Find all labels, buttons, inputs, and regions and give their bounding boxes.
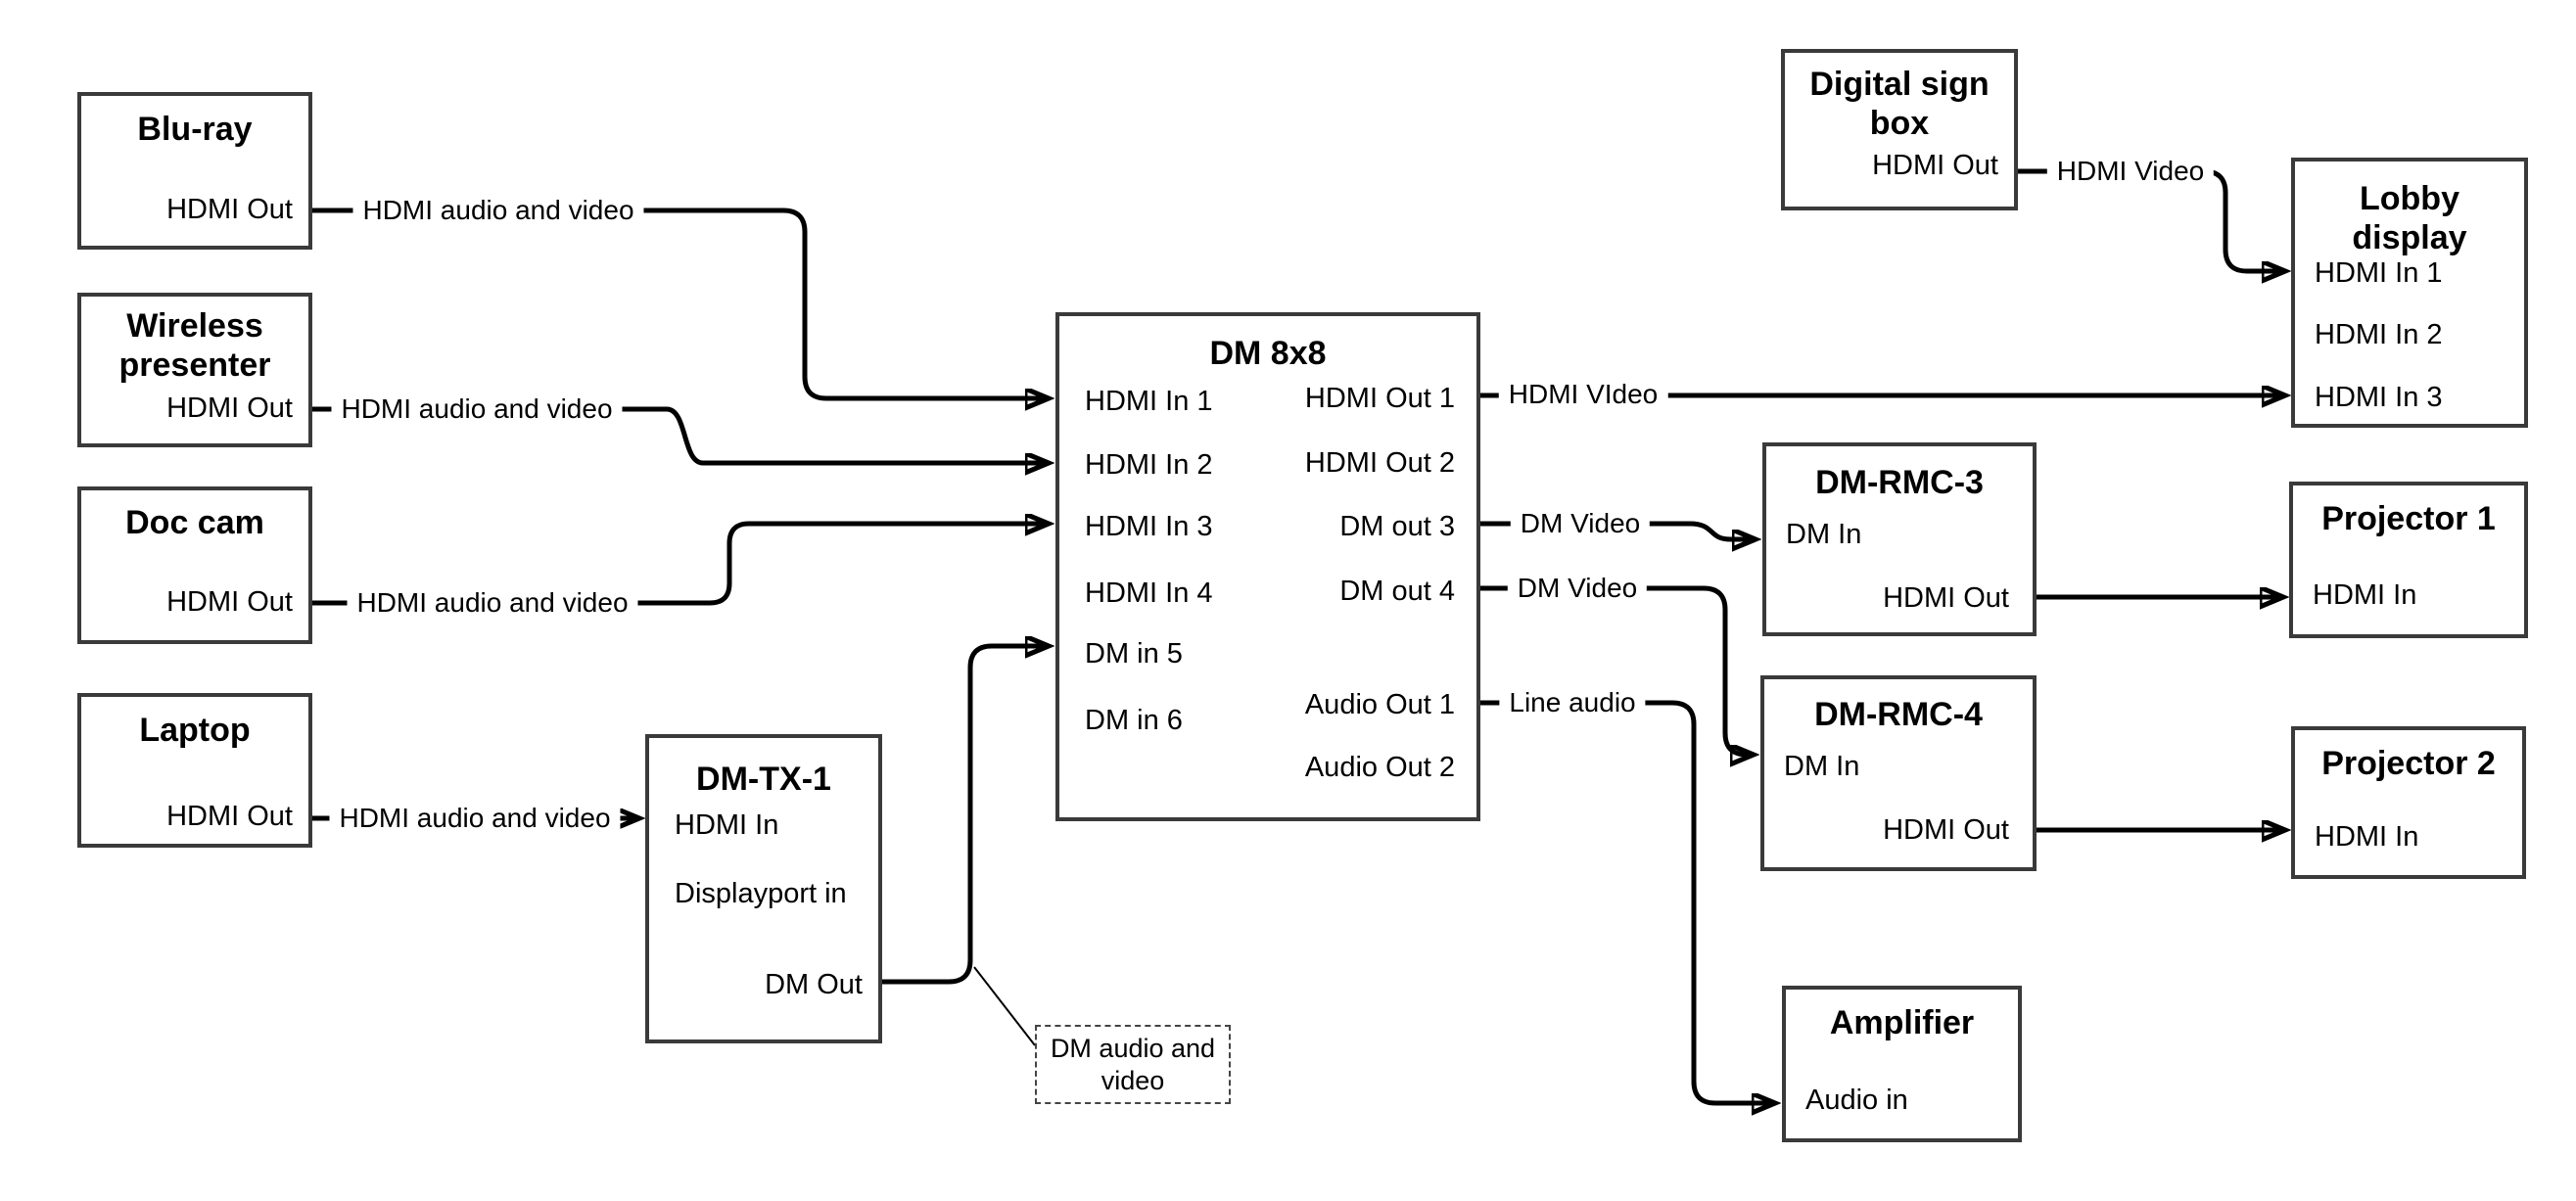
node-lobby-display: Lobby display HDMI In 1 HDMI In 2 HDMI I… <box>2291 158 2528 428</box>
port-audio-in: Audio in <box>1805 1085 1908 1116</box>
edge-label-line-audio: Line audio <box>1499 687 1646 718</box>
edge-label-laptop: HDMI audio and video <box>329 803 621 834</box>
node-title: DM-RMC-3 <box>1815 464 1984 501</box>
port-hdmi-out: HDMI Out <box>166 801 293 832</box>
edge-label-bluray: HDMI audio and video <box>352 195 644 226</box>
port-hdmi-in-2: HDMI In 2 <box>2315 319 2443 350</box>
port-displayport-in: Displayport in <box>675 878 847 909</box>
node-projector-1: Projector 1 HDMI In <box>2289 482 2528 638</box>
edge-doccam-to-dm8x8-in3 <box>312 524 1046 606</box>
port-hdmi-out: HDMI Out <box>166 194 293 225</box>
edge-label-hdmi-video-sign: HDMI Video <box>2046 156 2215 187</box>
port-hdmi-in-3: HDMI In 3 <box>2315 382 2443 413</box>
port-dm-in-5: DM in 5 <box>1085 638 1183 670</box>
node-title: DM-TX-1 <box>696 761 831 798</box>
port-hdmi-out-2: HDMI Out 2 <box>1304 447 1455 479</box>
edge-dm8x8-out4-to-rmc4 <box>1480 585 1751 755</box>
edge-dm8x8-out3-to-rmc3 <box>1480 521 1753 539</box>
node-laptop: Laptop HDMI Out <box>77 693 312 848</box>
port-hdmi-in-2: HDMI In 2 <box>1085 449 1213 481</box>
callout-text: DM audio and video <box>1050 1033 1216 1095</box>
callout-dm-audio-and-video: DM audio and video <box>1035 1025 1231 1104</box>
node-title: Digital sign box <box>1809 66 1990 142</box>
port-dm-in-6: DM in 6 <box>1085 705 1183 736</box>
port-hdmi-in: HDMI In <box>675 809 779 841</box>
node-title: DM 8x8 <box>1209 335 1327 372</box>
callout-leader-line <box>973 966 1036 1046</box>
port-hdmi-out: HDMI Out <box>1872 150 1998 181</box>
node-title: Lobby display <box>2352 180 2467 256</box>
edge-dm8x8-audio1-to-amp <box>1480 700 1772 1103</box>
port-hdmi-in: HDMI In <box>2315 821 2419 853</box>
node-title: DM-RMC-4 <box>1814 696 1983 733</box>
node-projector-2: Projector 2 HDMI In <box>2291 726 2526 879</box>
edge-label-hdmi-video-out1: HDMI VIdeo <box>1498 379 1668 410</box>
node-title: Doc cam <box>125 504 264 541</box>
edge-label-dm-video-out3: DM Video <box>1510 508 1651 539</box>
node-bluray: Blu-ray HDMI Out <box>77 92 312 250</box>
port-hdmi-out: HDMI Out <box>1883 582 2009 614</box>
node-title: Projector 2 <box>2321 745 2496 782</box>
port-dm-in: DM In <box>1786 519 1862 550</box>
port-hdmi-out: HDMI Out <box>166 393 293 424</box>
node-title: Amplifier <box>1829 1004 1975 1041</box>
port-dm-out-3: DM out 3 <box>1339 511 1455 542</box>
port-hdmi-in: HDMI In <box>2313 579 2417 611</box>
node-dm-8x8: DM 8x8 HDMI In 1 HDMI In 2 HDMI In 3 HDM… <box>1055 312 1480 821</box>
port-hdmi-out-1: HDMI Out 1 <box>1304 383 1455 414</box>
node-wireless-presenter: Wireless presenter HDMI Out <box>77 293 312 447</box>
edge-label-dm-video-out4: DM Video <box>1507 573 1648 604</box>
node-title: Wireless presenter <box>118 307 271 384</box>
port-audio-out-1: Audio Out 1 <box>1304 689 1455 720</box>
edge-label-wireless: HDMI audio and video <box>331 393 623 425</box>
node-dm-tx-1: DM-TX-1 HDMI In Displayport in DM Out <box>645 734 882 1043</box>
port-hdmi-out: HDMI Out <box>166 586 293 618</box>
node-title: Laptop <box>139 712 251 749</box>
port-hdmi-in-1: HDMI In 1 <box>1085 386 1213 417</box>
port-dm-out: DM Out <box>765 969 863 1000</box>
port-dm-in: DM In <box>1784 751 1860 782</box>
port-dm-out-4: DM out 4 <box>1339 576 1455 607</box>
edge-wireless-to-dm8x8-in2 <box>312 406 1046 463</box>
edge-dmtx1-to-dm8x8-in5 <box>882 646 1046 985</box>
port-hdmi-in-3: HDMI In 3 <box>1085 511 1213 542</box>
port-hdmi-in-4: HDMI In 4 <box>1085 577 1213 609</box>
node-dm-rmc-4: DM-RMC-4 DM In HDMI Out <box>1760 675 2037 871</box>
port-hdmi-in-1: HDMI In 1 <box>2315 257 2443 289</box>
port-audio-out-2: Audio Out 2 <box>1304 752 1455 783</box>
node-dm-rmc-3: DM-RMC-3 DM In HDMI Out <box>1762 442 2037 636</box>
port-hdmi-out: HDMI Out <box>1883 814 2009 846</box>
node-doc-cam: Doc cam HDMI Out <box>77 486 312 644</box>
node-title: Projector 1 <box>2321 500 2496 537</box>
node-amplifier: Amplifier Audio in <box>1782 986 2022 1142</box>
node-title: Blu-ray <box>137 111 253 148</box>
edge-label-doccam: HDMI audio and video <box>347 587 638 619</box>
node-digital-sign-box: Digital sign box HDMI Out <box>1781 49 2018 210</box>
edge-bluray-to-dm8x8-in1 <box>312 208 1046 398</box>
